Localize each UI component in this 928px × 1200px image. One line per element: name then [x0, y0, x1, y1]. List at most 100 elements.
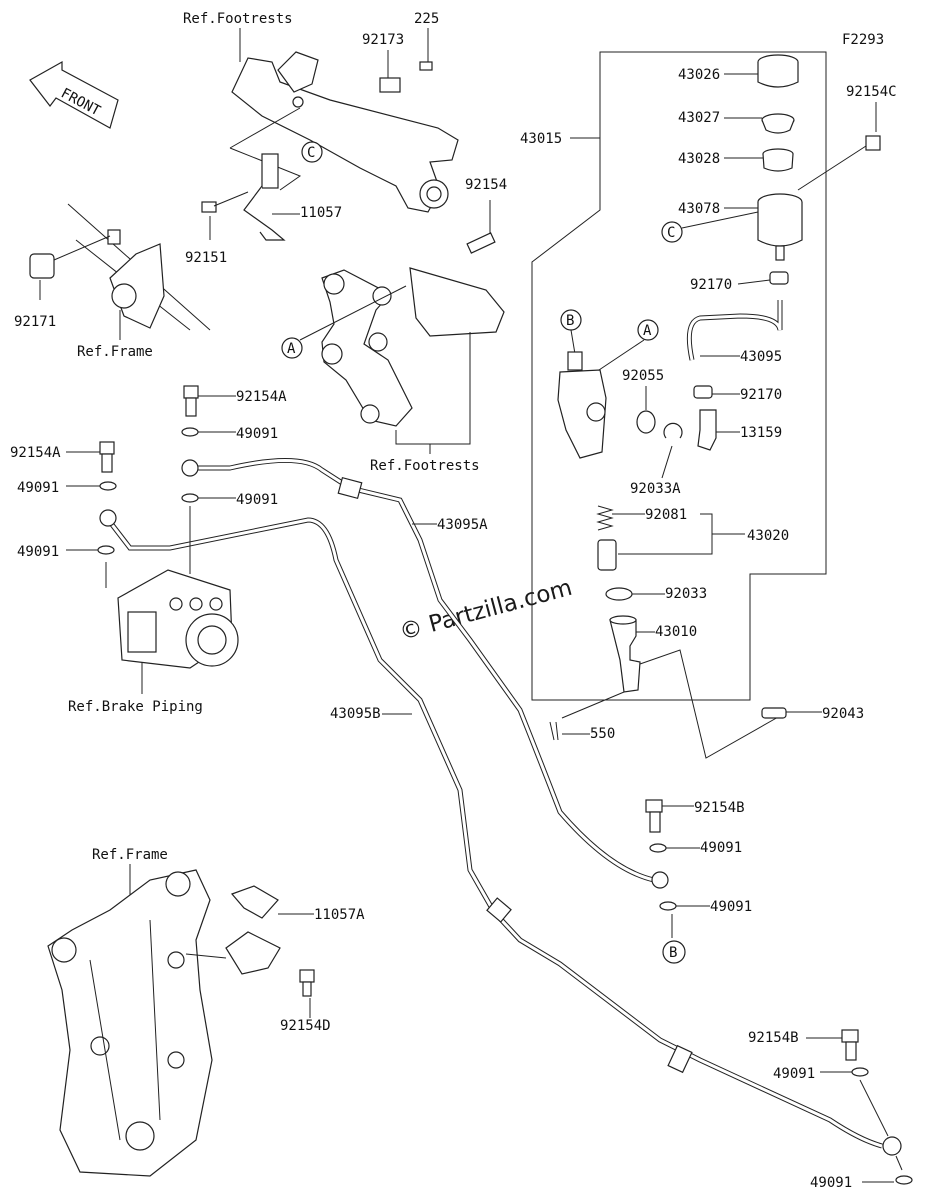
washer-49091-c	[99, 481, 117, 491]
washer-49091-b	[181, 493, 199, 503]
spring-92081	[596, 505, 614, 531]
banjo-fitting-left	[99, 509, 117, 527]
label-92154B-upper: 92154B	[694, 800, 745, 816]
label-43078: 43078	[678, 201, 720, 217]
abs-unit	[117, 569, 239, 669]
washer-49091-d	[97, 545, 115, 555]
bolt-92154B-lower	[841, 1029, 859, 1061]
label-49091-g: 49091	[773, 1066, 815, 1082]
label-49091-f: 49091	[710, 899, 752, 915]
oring-92055	[636, 410, 656, 434]
label-43027: 43027	[678, 110, 720, 126]
washer-49091-a	[181, 427, 199, 437]
pin-92043	[761, 707, 787, 719]
svg-text:C: C	[307, 145, 315, 161]
label-92154D: 92154D	[280, 1018, 331, 1034]
label-43015: 43015	[520, 131, 562, 147]
bolt-225	[419, 61, 433, 71]
washer-49091-g	[851, 1067, 869, 1077]
banjo-fitting-lower	[882, 1136, 902, 1156]
hose-43095A	[190, 458, 655, 883]
label-43010: 43010	[655, 624, 697, 640]
screw-92151	[201, 201, 217, 213]
marker-c2: C	[661, 221, 683, 243]
ref-frame-bottom: Ref.Frame	[92, 847, 168, 863]
footrest-plate-mid	[321, 267, 505, 427]
washer-49091-h	[895, 1175, 913, 1185]
label-92154A-upper: 92154A	[236, 389, 287, 405]
svg-text:A: A	[643, 323, 652, 339]
cap-43026	[757, 54, 799, 88]
plate-43028	[762, 148, 794, 172]
pushrod-43010	[609, 615, 641, 693]
svg-text:A: A	[287, 341, 296, 357]
label-11057A: 11057A	[314, 907, 365, 923]
label-92154: 92154	[465, 177, 507, 193]
marker-c1: C	[301, 141, 323, 163]
label-49091-d: 49091	[17, 544, 59, 560]
label-92033: 92033	[665, 586, 707, 602]
bolt-92154C	[865, 135, 881, 151]
bolt-92154A-upper	[183, 385, 199, 417]
label-49091-e: 49091	[700, 840, 742, 856]
fitting-13159	[697, 409, 717, 451]
diagram-code: F2293	[842, 32, 884, 48]
hose-43095B	[108, 517, 883, 1149]
label-92055: 92055	[622, 368, 664, 384]
clamp-92170-upper	[769, 271, 789, 285]
front-arrow-icon: FRONT	[29, 60, 119, 129]
ref-brake-piping: Ref.Brake Piping	[68, 699, 203, 715]
label-92033A: 92033A	[630, 481, 681, 497]
label-225: 225	[414, 11, 439, 27]
banjo-fitting-upper	[181, 459, 199, 477]
watermark: © Partzilla.com	[397, 575, 575, 646]
label-92171: 92171	[14, 314, 56, 330]
marker-b2: B	[662, 940, 686, 964]
bolt-92154	[466, 232, 496, 254]
label-43020: 43020	[747, 528, 789, 544]
clip-92173	[379, 77, 401, 93]
hose-43095	[686, 300, 783, 361]
label-49091-b: 49091	[236, 492, 278, 508]
marker-a2: A	[637, 319, 659, 341]
label-49091-c: 49091	[17, 480, 59, 496]
label-92154A-left: 92154A	[10, 445, 61, 461]
ref-frame-left: Ref.Frame	[77, 344, 153, 360]
label-49091-a: 49091	[236, 426, 278, 442]
svg-text:C: C	[667, 225, 675, 241]
label-92173: 92173	[362, 32, 404, 48]
marker-a1: A	[281, 337, 303, 359]
label-43095A: 43095A	[437, 517, 488, 533]
label-92170-lower: 92170	[740, 387, 782, 403]
label-49091-h: 49091	[810, 1175, 852, 1191]
label-43026: 43026	[678, 67, 720, 83]
bolt-92154A-left	[99, 441, 115, 473]
label-550: 550	[590, 726, 615, 742]
master-cylinder-body	[557, 351, 607, 459]
label-92043: 92043	[822, 706, 864, 722]
svg-text:B: B	[566, 313, 574, 329]
switch-bracket-11057	[243, 153, 286, 241]
grommet-92171	[29, 253, 55, 279]
label-92154C: 92154C	[846, 84, 897, 100]
washer-49091-f	[659, 901, 677, 911]
clamp-92170-lower	[693, 385, 713, 399]
bolt-92154B-upper	[645, 799, 663, 833]
label-92154B-lower: 92154B	[748, 1030, 799, 1046]
label-43095B: 43095B	[330, 706, 381, 722]
marker-b1: B	[560, 309, 582, 331]
frame-section-left	[67, 203, 211, 331]
banjo-fitting-right	[651, 871, 669, 889]
washer-49091-e	[649, 843, 667, 853]
assembly-43015-outline	[531, 51, 827, 701]
diaphragm-43027	[761, 113, 795, 134]
label-92151: 92151	[185, 250, 227, 266]
frame-section-bottom	[47, 869, 213, 1177]
bolt-92154D	[299, 969, 315, 997]
cotter-pin-550	[549, 721, 559, 741]
label-43095: 43095	[740, 349, 782, 365]
label-11057: 11057	[300, 205, 342, 221]
svg-text:B: B	[669, 945, 677, 961]
